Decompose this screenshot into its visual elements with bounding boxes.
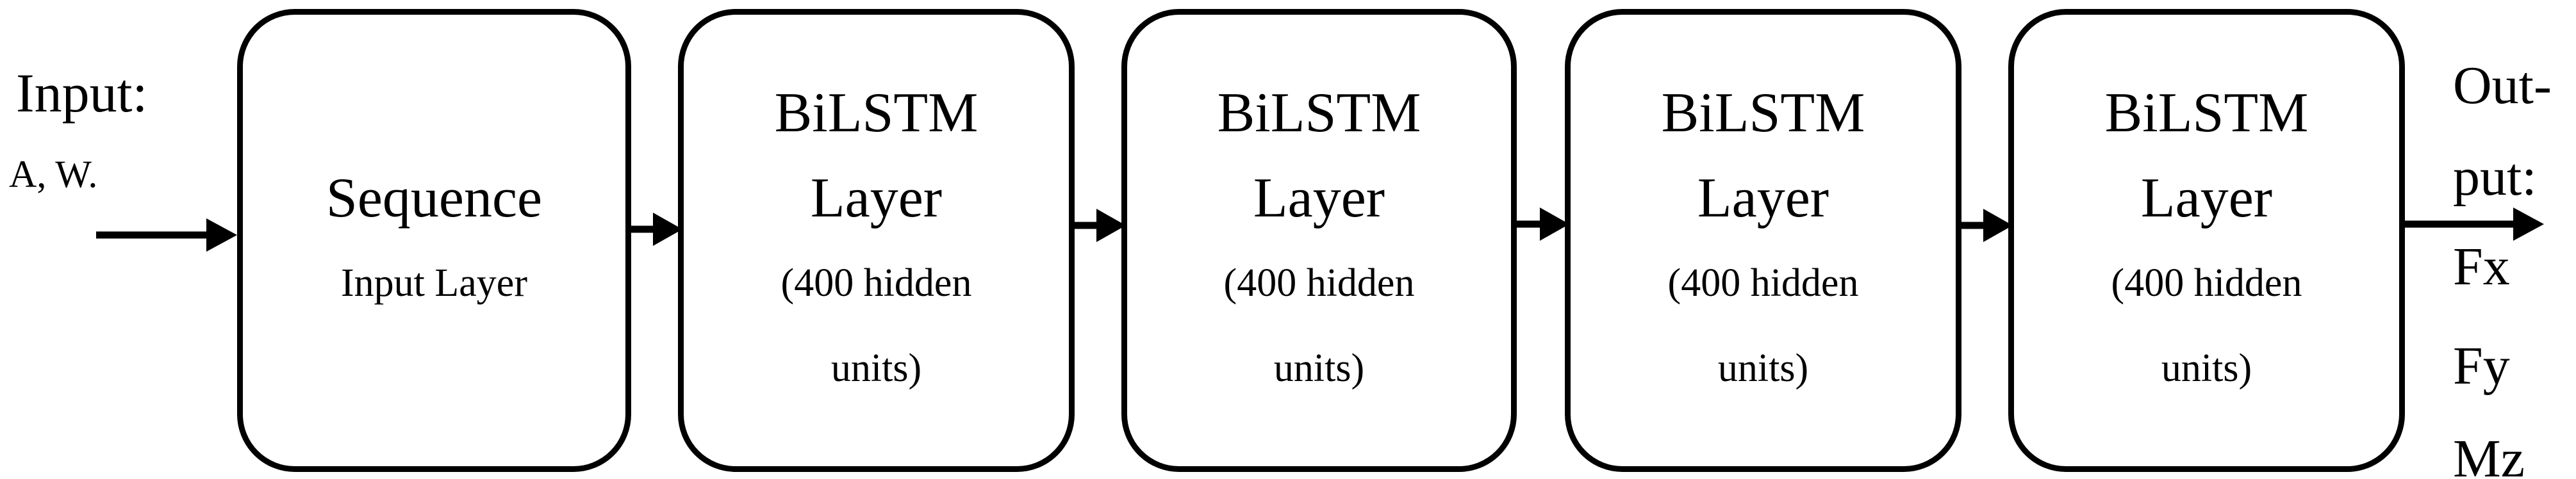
box-title: BiLSTM: [1661, 81, 1865, 144]
box-sequence-input-layer: Sequence Input Layer: [237, 9, 631, 472]
flow-arrow-icon: [1961, 209, 2013, 242]
box-detail: (400 hidden: [1223, 261, 1415, 305]
box-title: BiLSTM: [774, 81, 978, 144]
flow-arrow-icon: [1075, 209, 1126, 242]
output-label-line-1: Out-: [2453, 56, 2552, 115]
box-title: BiLSTM: [2104, 81, 2309, 144]
flow-arrow-icon: [631, 213, 682, 246]
output-label-line-5: Mz: [2453, 429, 2525, 479]
output-label-line-4: Fy: [2453, 336, 2510, 396]
flow-arrow-icon: [1517, 207, 1569, 241]
output-label-line-2: put:: [2453, 147, 2537, 207]
box-detail: (400 hidden: [780, 261, 972, 305]
box-bilstm-layer-4: BiLSTM Layer (400 hidden units): [2008, 9, 2405, 472]
box-title: Sequence: [326, 166, 543, 229]
box-bilstm-layer-3: BiLSTM Layer (400 hidden units): [1565, 9, 1961, 472]
box-bilstm-layer-1: BiLSTM Layer (400 hidden units): [678, 9, 1075, 472]
box-detail: (400 hidden: [2111, 261, 2302, 305]
box-subtitle: Layer: [2140, 166, 2273, 229]
input-label-variables: A, W.: [9, 153, 98, 195]
box-subtitle: Layer: [1253, 166, 1385, 229]
box-detail: units): [1717, 346, 1809, 390]
box-bilstm-layer-2: BiLSTM Layer (400 hidden units): [1121, 9, 1517, 472]
box-subtitle: Input Layer: [341, 261, 527, 305]
box-title: BiLSTM: [1217, 81, 1421, 144]
input-arrow-icon: [96, 218, 237, 252]
box-detail: (400 hidden: [1667, 261, 1859, 305]
box-detail: units): [2161, 346, 2252, 390]
box-detail: units): [1273, 346, 1365, 390]
box-subtitle: Layer: [1697, 166, 1829, 229]
output-label-line-3: Fx: [2453, 237, 2510, 296]
output-arrow-icon: [2402, 207, 2544, 241]
box-subtitle: Layer: [810, 166, 943, 229]
input-label-title: Input:: [16, 62, 148, 124]
box-detail: units): [830, 346, 922, 390]
